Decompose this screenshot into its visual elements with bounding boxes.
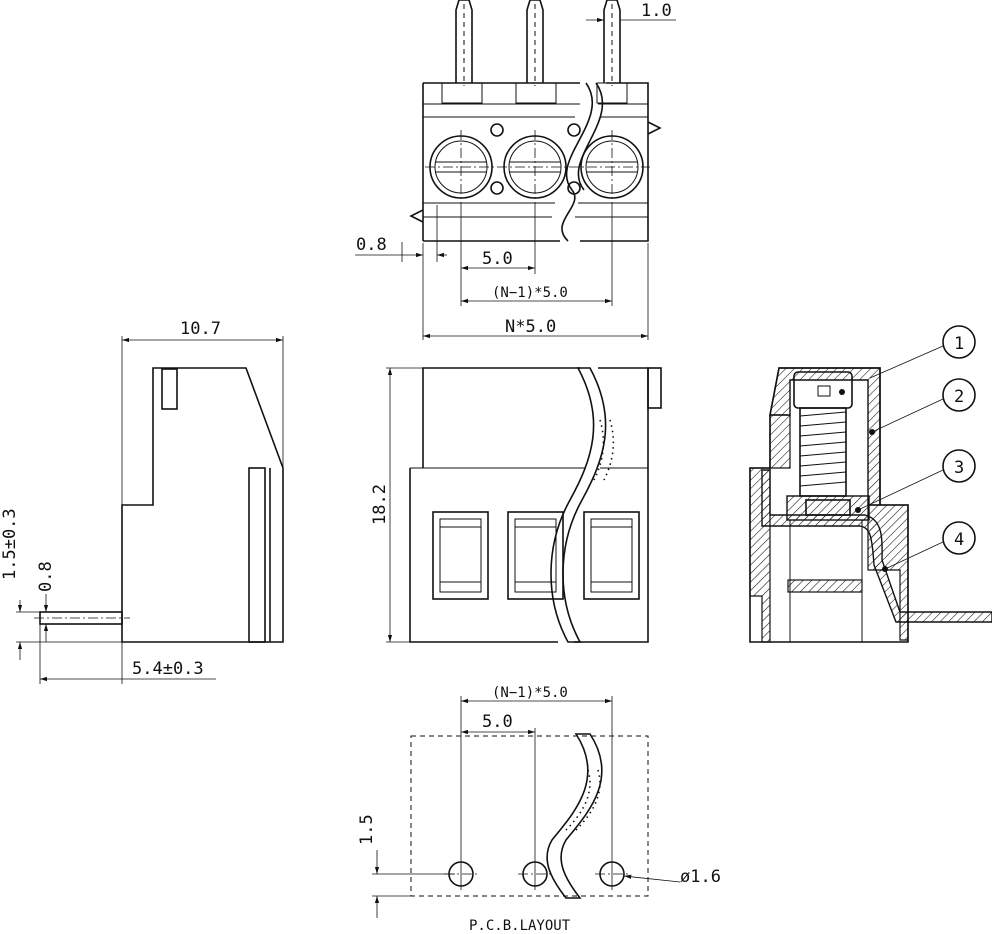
- callout-1: 1: [942, 325, 976, 359]
- front-view-window-3: [583, 511, 640, 600]
- top-view-body: [409, 82, 662, 242]
- callout-2: 2: [942, 378, 976, 412]
- dim-offset: 0.8: [356, 235, 387, 255]
- dim-total: N*5.0: [505, 317, 556, 337]
- dim-span: (N−1)*5.0: [492, 285, 568, 301]
- pcb-dim-hole: ø1.6: [680, 867, 721, 887]
- dim-pin-width: 1.0: [641, 1, 672, 21]
- front-view: 18.2: [370, 367, 662, 643]
- top-view-pins: [455, 0, 621, 86]
- pcb-dim-edge: 1.5: [357, 814, 377, 845]
- callout-3: 3: [942, 449, 976, 483]
- front-view-window-2: [507, 511, 564, 600]
- dim-pitch: 5.0: [482, 249, 513, 269]
- svg-text:4: 4: [954, 530, 964, 550]
- dim-depth: 10.7: [180, 319, 221, 339]
- dim-height: 18.2: [370, 484, 390, 525]
- top-view-dimensions: 1.0 0.8 5.0 (N−1)*5.0 N*5.0: [355, 1, 676, 340]
- pcb-caption: P.C.B.LAYOUT: [469, 918, 571, 934]
- pcb-layout: (N−1)*5.0 5.0 1.5 ø1.6 P.C.B.LAYOUT: [357, 685, 721, 934]
- pcb-dim-pitch: 5.0: [482, 712, 513, 732]
- svg-text:2: 2: [954, 387, 964, 407]
- section-screw: [793, 371, 853, 497]
- svg-text:3: 3: [954, 458, 964, 478]
- dim-pin-offset: 5.4±0.3: [132, 659, 204, 679]
- dim-pin-thickness: 0.8: [36, 561, 56, 592]
- front-view-window-1: [432, 511, 489, 600]
- section-view: 1 2 3 4: [749, 325, 992, 643]
- svg-text:1: 1: [954, 334, 964, 354]
- dim-pin-length: 1.5±0.3: [0, 508, 20, 580]
- pcb-dim-span: (N−1)*5.0: [492, 685, 568, 701]
- callout-4: 4: [942, 521, 976, 555]
- side-view: 10.7 1.5±0.3 0.8 5.4±0.3: [0, 319, 284, 684]
- top-view: 1.0 0.8 5.0 (N−1)*5.0 N*5.0: [355, 0, 676, 340]
